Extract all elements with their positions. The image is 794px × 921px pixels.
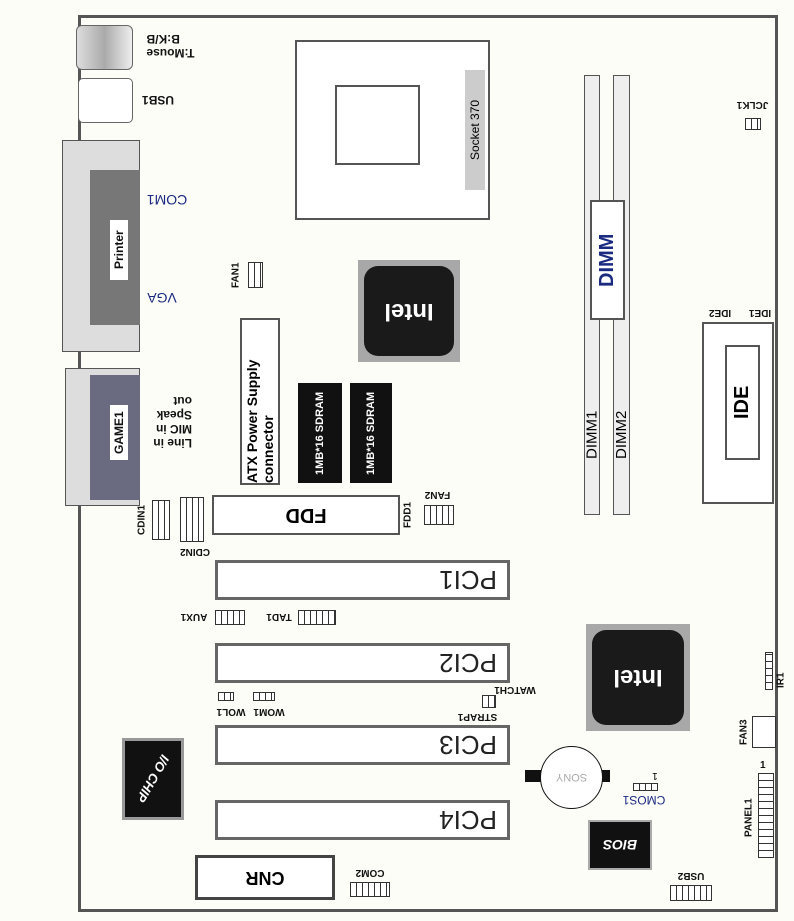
sdram-chip-2: 1MB*16 SDRAM bbox=[350, 383, 392, 483]
ir1-label: IR1 bbox=[775, 672, 787, 688]
tad1-label: TAD1 bbox=[266, 611, 292, 623]
fan3-label: FAN3 bbox=[738, 719, 750, 745]
usb1-port bbox=[78, 78, 133, 123]
cmos1-pin1-label: 1 bbox=[652, 770, 658, 782]
jclk1-label: JCLK1 bbox=[736, 99, 769, 111]
socket-label: Socket 370 bbox=[465, 70, 485, 190]
vga-label: VGA bbox=[147, 290, 177, 306]
intel-label: Intel bbox=[364, 266, 454, 356]
pci1-slot: PCI1 bbox=[215, 560, 510, 600]
ir1-header bbox=[765, 652, 773, 690]
aux1-connector bbox=[215, 610, 245, 625]
wol1-label: WOL1 bbox=[216, 706, 246, 717]
wom1-label: WOM1 bbox=[253, 706, 285, 717]
ide1-label: IDE1 bbox=[748, 307, 772, 319]
game1-label: GAME1 bbox=[110, 405, 128, 460]
com2-header bbox=[350, 882, 390, 897]
fan2-connector bbox=[424, 505, 454, 525]
panel1-label: PANEL1 bbox=[743, 798, 755, 837]
cmos1-label: CMOS1 bbox=[622, 793, 666, 807]
dimm-label: DIMM bbox=[590, 200, 625, 320]
cnr-slot: CNR bbox=[195, 855, 335, 900]
com1-label: COM1 bbox=[146, 192, 188, 208]
sdram-chip-1: 1MB*16 SDRAM bbox=[298, 383, 342, 483]
wol1-jumper bbox=[218, 692, 234, 701]
io-chip-label: I/O CHIP bbox=[133, 752, 173, 806]
dimm2-label: DIMM2 bbox=[613, 410, 630, 460]
usb2-label: USB2 bbox=[677, 870, 705, 881]
ps2-connector bbox=[76, 25, 133, 70]
intel-label-2: Intel bbox=[592, 630, 684, 725]
fan2-label: FAN2 bbox=[424, 489, 451, 501]
mic-in-label: MIC in bbox=[156, 422, 192, 437]
socket-cpu-area bbox=[335, 85, 420, 165]
ps2-label: T:Mouse B:K/B bbox=[146, 32, 195, 60]
wom1-jumper bbox=[253, 692, 275, 701]
fan3-connector bbox=[752, 716, 776, 748]
bios-chip: BIOS bbox=[588, 820, 652, 870]
fdd1-label: FDD1 bbox=[402, 501, 414, 529]
cmos-battery: SONY bbox=[540, 746, 603, 809]
ide-label: IDE bbox=[725, 345, 760, 460]
panel1-header bbox=[758, 773, 774, 858]
tad1-connector bbox=[298, 610, 336, 625]
io-chip: I/O CHIP bbox=[122, 738, 184, 820]
pci4-slot: PCI4 bbox=[215, 800, 510, 840]
pci3-slot: PCI3 bbox=[215, 725, 510, 765]
cdin2-label: CDIN2 bbox=[180, 546, 211, 558]
dimm1-label: DIMM1 bbox=[583, 410, 601, 460]
strap1-label: STRAP1 bbox=[457, 711, 498, 722]
audio-labels: Line in MIC in Speak out bbox=[142, 385, 192, 460]
com2-label: COM2 bbox=[355, 867, 385, 878]
panel1-pin1-label: 1 bbox=[760, 760, 766, 771]
cmos1-jumper bbox=[633, 783, 658, 791]
fan1-label: FAN1 bbox=[230, 262, 242, 288]
jclk1-jumper bbox=[745, 118, 761, 130]
aux1-label: AUX1 bbox=[180, 611, 208, 623]
speak-label: Speak bbox=[156, 408, 192, 423]
atx-power-connector: ATX Power Supply connector bbox=[240, 318, 280, 485]
cdin2-connector bbox=[180, 497, 204, 542]
line-in-label: Line in bbox=[153, 436, 192, 451]
watch1-label: WATCH1 bbox=[494, 684, 536, 695]
pci2-slot: PCI2 bbox=[215, 643, 510, 683]
printer-label: Printer bbox=[110, 220, 128, 280]
fdd-connector: FDD bbox=[212, 495, 400, 535]
watch1-jumper bbox=[482, 695, 496, 708]
cdin1-label: CDIN1 bbox=[136, 505, 148, 536]
out-label: out bbox=[173, 394, 192, 409]
cdin1-connector bbox=[152, 500, 170, 540]
fan1-connector bbox=[248, 262, 263, 288]
intel-northbridge: Intel bbox=[358, 260, 460, 362]
intel-southbridge: Intel bbox=[586, 624, 690, 731]
usb1-label: USB1 bbox=[142, 93, 175, 107]
usb2-header bbox=[670, 885, 712, 901]
ide2-label: IDE2 bbox=[708, 307, 732, 319]
